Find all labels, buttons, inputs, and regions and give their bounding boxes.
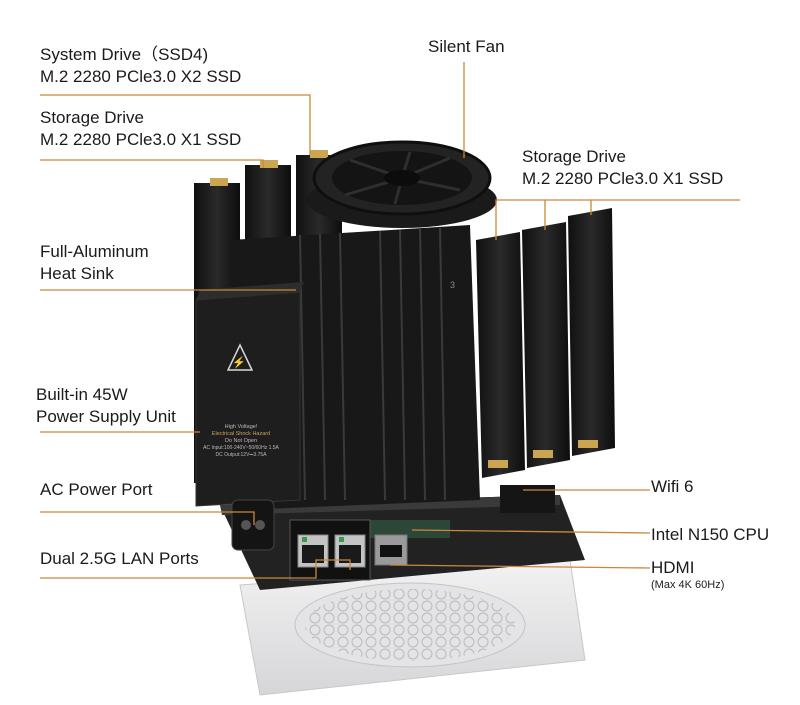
- leader-system-drive: [40, 94, 311, 155]
- label-storage-left-line1: Storage Drive: [40, 108, 144, 127]
- leader-storage-left: [40, 159, 264, 168]
- psu-line-4: AC Input:100-240V~50/60Hz 1.5A: [203, 445, 279, 451]
- leader-cpu: [411, 529, 651, 534]
- label-psu-line1: Built-in 45W: [36, 385, 128, 404]
- psu-line-2: Electrical Shock Hazard: [212, 431, 270, 437]
- label-ac-port: AC Power Port: [40, 480, 153, 499]
- label-storage-drive-left: Storage Drive M.2 2280 PCle3.0 X1 SSD: [40, 107, 241, 151]
- label-cpu: Intel N150 CPU: [651, 525, 770, 544]
- label-system-drive-line2: M.2 2280 PCle3.0 X2 SSD: [40, 67, 242, 86]
- label-storage-right-line1: Storage Drive: [522, 147, 626, 166]
- warning-icon: [226, 343, 254, 371]
- leader-lines: [40, 62, 740, 579]
- label-heat-sink: Full-Aluminum Heat Sink: [40, 241, 149, 285]
- bottom-cover: [239, 559, 586, 696]
- heatsink-marking: 3: [450, 280, 455, 290]
- io-ports: [289, 519, 408, 581]
- warning-glyph: ⚡: [232, 356, 246, 369]
- label-fan: Silent Fan: [428, 37, 505, 56]
- power-supply-unit: ⚡ High Voltage! Electrical Shock Hazard …: [195, 282, 304, 507]
- label-system-drive-line1: System Drive（SSD4): [40, 45, 209, 64]
- wifi-module: [500, 485, 555, 513]
- psu-line-3: Do Not Open: [225, 438, 257, 444]
- leader-storage-right: [495, 199, 740, 240]
- label-heat-sink-line1: Full-Aluminum: [40, 242, 149, 261]
- label-power-supply: Built-in 45W Power Supply Unit: [36, 384, 176, 428]
- leader-ac-port: [40, 511, 255, 525]
- label-lan-ports: Dual 2.5G LAN Ports: [40, 549, 199, 568]
- label-hdmi-line1: HDMI: [651, 558, 695, 577]
- label-hdmi-line2: (Max 4K 60Hz): [651, 579, 725, 591]
- ac-power-port: [231, 499, 275, 551]
- cpu-chip: [370, 520, 450, 538]
- label-hdmi: HDMI (Max 4K 60Hz): [651, 557, 724, 592]
- label-wifi: Wifi 6: [651, 477, 694, 496]
- label-storage-left-line2: M.2 2280 PCle3.0 X1 SSD: [40, 130, 242, 149]
- leader-hdmi: [389, 564, 651, 569]
- leader-lan: [40, 559, 351, 579]
- ssd-stack-right: [476, 208, 615, 478]
- label-psu-line2: Power Supply Unit: [36, 407, 176, 426]
- psu-line-5: DC Output:12V⎓3.75A: [216, 452, 268, 458]
- label-storage-right-line2: M.2 2280 PCle3.0 X1 SSD: [522, 169, 724, 188]
- psu-line-1: High Voltage!: [225, 424, 258, 430]
- label-heat-sink-line2: Heat Sink: [40, 264, 114, 283]
- fan: [307, 140, 497, 228]
- label-storage-drive-right: Storage Drive M.2 2280 PCle3.0 X1 SSD: [522, 146, 723, 190]
- label-system-drive: System Drive（SSD4) M.2 2280 PCle3.0 X2 S…: [40, 44, 241, 88]
